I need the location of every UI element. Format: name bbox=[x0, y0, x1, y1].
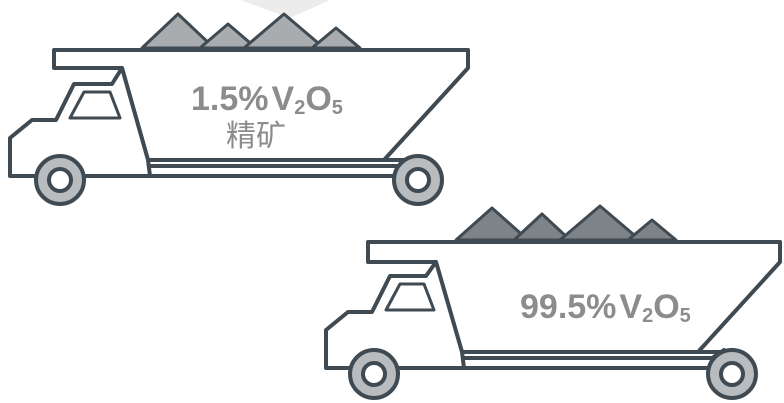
rear-wheel-1 bbox=[392, 154, 444, 206]
cab-1 bbox=[8, 66, 152, 178]
truck-concentrate: 1.5%V2O5 精矿 bbox=[8, 12, 470, 206]
ore-pile-2 bbox=[454, 204, 678, 242]
cab-window-1 bbox=[68, 90, 122, 120]
dump-body-1 bbox=[52, 48, 470, 162]
rear-wheel-2 bbox=[706, 348, 758, 400]
grade-label-1: 1.5%V2O5 bbox=[191, 80, 343, 119]
front-wheel-2 bbox=[348, 348, 400, 400]
dump-body-2 bbox=[366, 240, 782, 354]
cab-2 bbox=[324, 260, 466, 370]
ore-pile-1 bbox=[140, 12, 362, 50]
top-fade-mark bbox=[240, 0, 330, 18]
cab-window-2 bbox=[384, 282, 436, 312]
grade-label-2: 99.5%V2O5 bbox=[520, 288, 691, 327]
truck-refined: 99.5%V2O5 bbox=[324, 204, 782, 400]
product-label-1: 精矿 bbox=[226, 119, 286, 154]
front-wheel-1 bbox=[34, 154, 86, 206]
